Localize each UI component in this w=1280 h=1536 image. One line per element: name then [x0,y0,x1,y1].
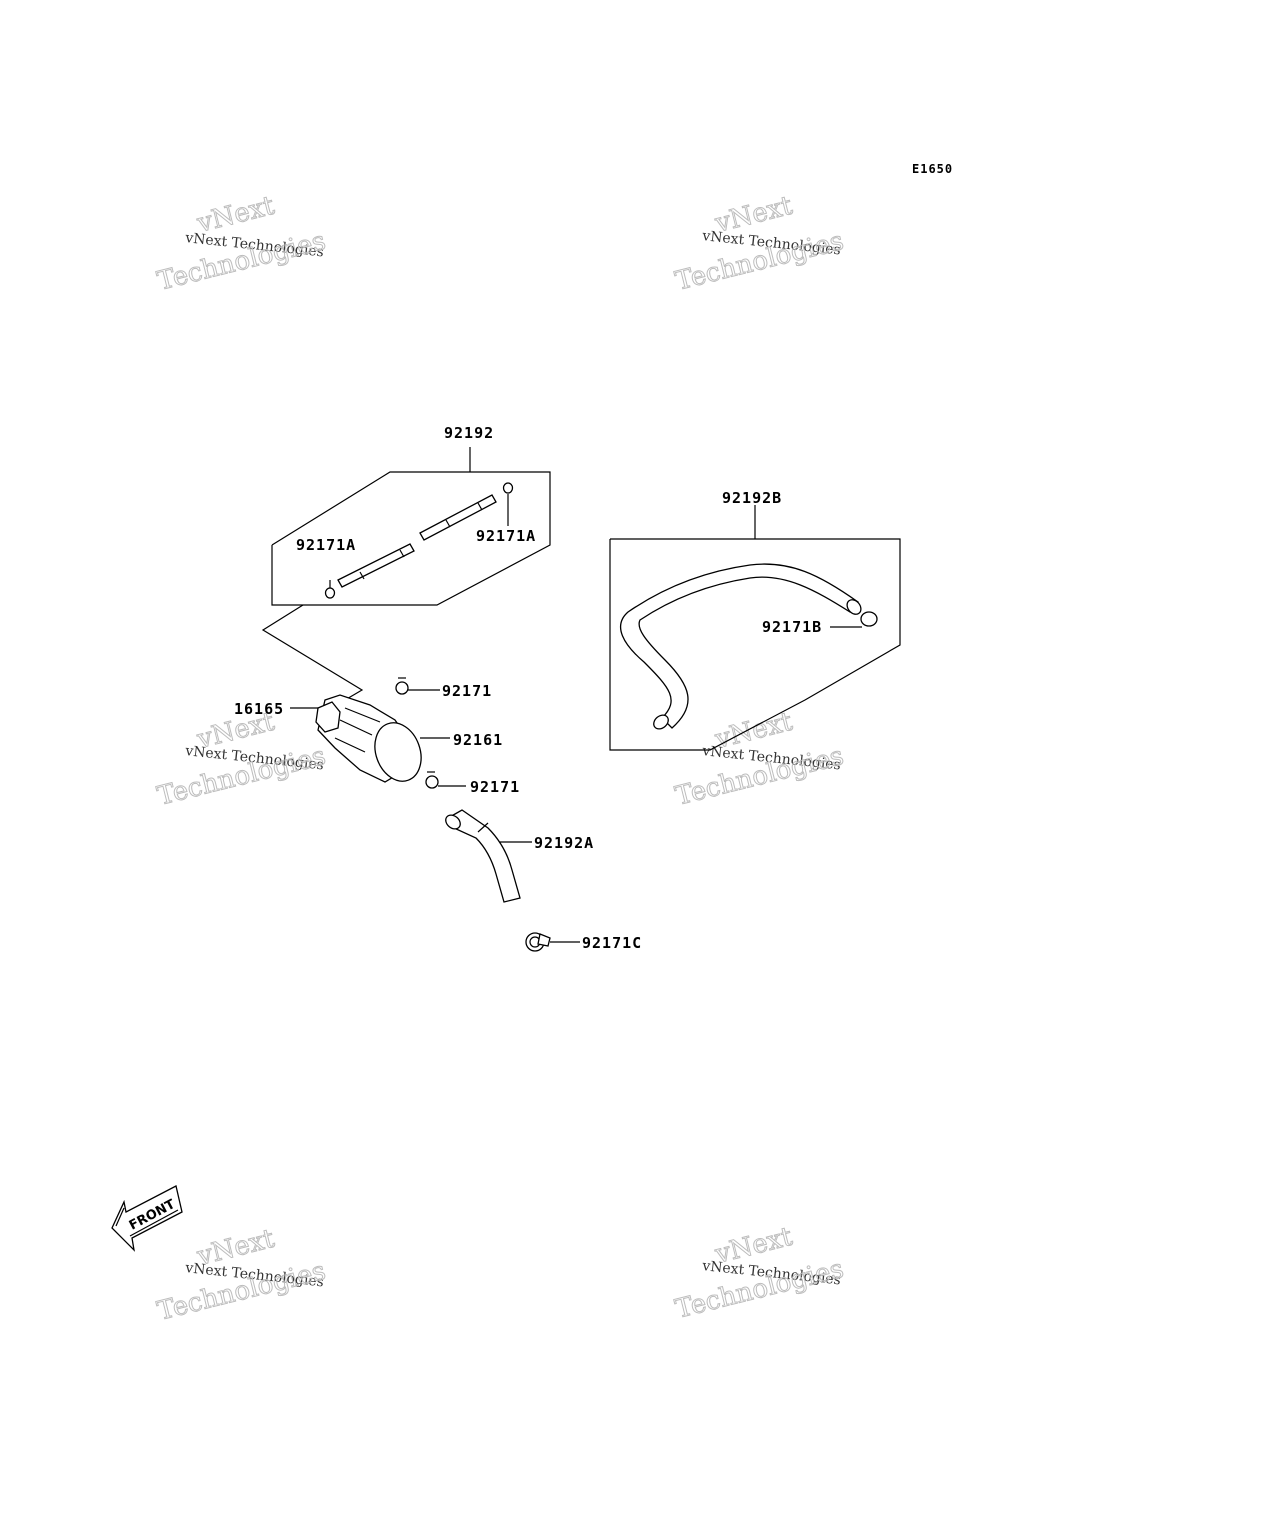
label-92192A: 92192A [534,834,594,852]
front-arrow-icon [111,1185,183,1252]
watermark-outline: vNext [711,191,795,239]
watermark-mid-right: vNext Technologies vNext Technologies [672,706,847,812]
label-92171B: 92171B [762,618,822,636]
label-92171-lower: 92171 [470,778,520,796]
hose-group-92192A: 92192A [445,809,594,903]
breather-hose-92192 [337,494,497,588]
clamp-92171-upper [395,677,440,695]
label-92171A-left: 92171A [296,536,356,554]
watermark-bottom-right: vNext Technologies vNext Technologies [672,1221,847,1325]
breather-assembly: 92171 16165 92161 92171 [234,677,520,796]
diagram-code: E1650 [912,162,953,176]
label-92161: 92161 [453,731,503,749]
hose-92192A [447,809,521,903]
watermark-top-left: vNext Technologies vNext Technologies [154,190,329,297]
label-92192B: 92192B [722,489,782,507]
hose-92192B [619,563,859,729]
group-outline-box [609,538,901,751]
watermark-top-right: vNext Technologies vNext Technologies [672,190,847,297]
connector-line [261,604,364,701]
clamp-92171A-right [502,482,514,526]
front-direction-arrow: FRONT [111,1185,183,1252]
hose-group-92192B: 92192B 92171B [609,489,901,751]
clamp-group-92171C: 92171C [525,932,642,952]
label-92192: 92192 [444,424,494,442]
group-outline-box [271,471,551,606]
clamp-92171A-left [324,580,336,599]
watermark-bottom-left: vNext Technologies vNext Technologies [154,1223,329,1327]
label-92171C: 92171C [582,934,642,952]
label-92171-upper: 92171 [442,682,492,700]
label-16165: 16165 [234,700,284,718]
connector-16165 [315,701,341,733]
clamp-92171B [830,611,878,628]
watermark-outline: vNext [193,191,277,239]
clamp-92171-lower [425,771,466,789]
label-92171A-right: 92171A [476,527,536,545]
watermark-mid-left: vNext Technologies vNext Technologies [154,706,329,812]
hose-set-92192-group: 92192 92171A 92171A [261,424,551,701]
